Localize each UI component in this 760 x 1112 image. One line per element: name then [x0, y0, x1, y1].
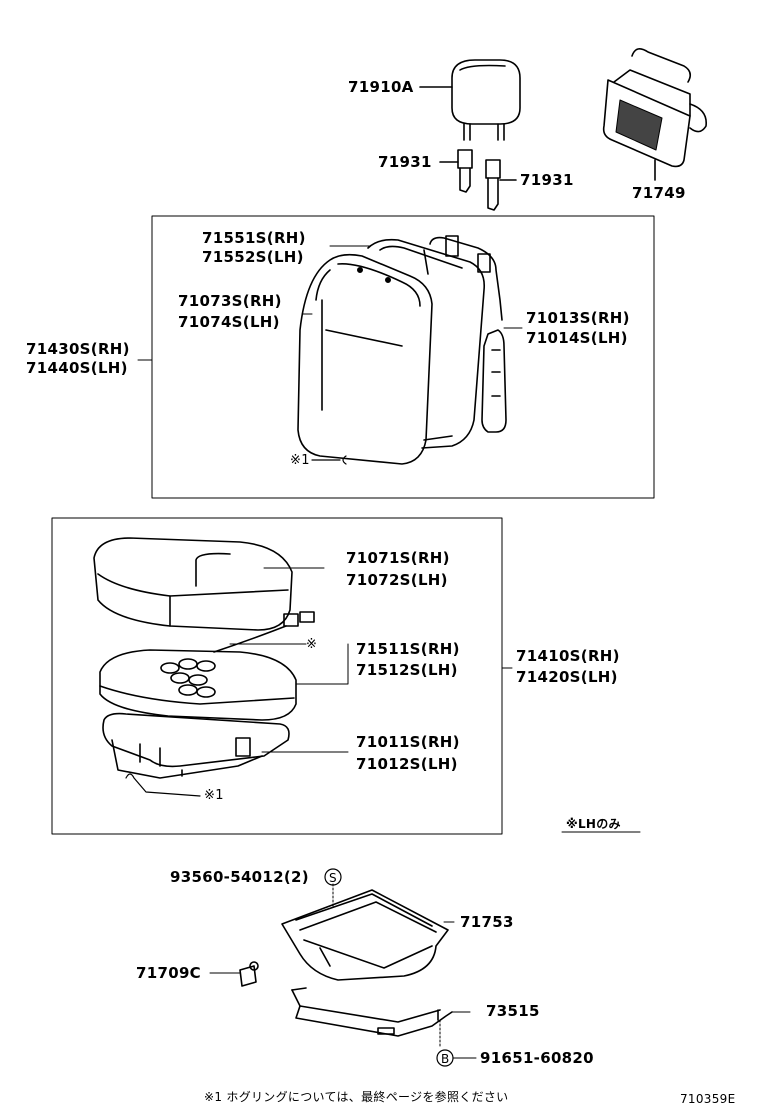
label-seatback-assembly-rh: 71430S(RH) [26, 340, 130, 358]
headrest-support-left-illustration [457, 149, 473, 193]
seatback-pad-illustration [297, 253, 433, 465]
label-clip: 71709C [136, 964, 201, 982]
label-seatback-frame-rh: 71013S(RH) [526, 309, 630, 327]
label-seatback-cover-lh: 71552S(LH) [202, 248, 304, 266]
label-support-right: 71931 [520, 171, 574, 189]
bolt-symbol: B [441, 1052, 450, 1066]
headrest-illustration [451, 59, 521, 141]
label-cushion-pad-lh: 71512S(LH) [356, 661, 458, 679]
screw-symbol: S [329, 871, 337, 885]
label-lh-only: ※LHのみ [566, 817, 621, 831]
label-cushion-pad-marker: ※ [306, 637, 318, 652]
figure-code: 710359E [680, 1092, 736, 1106]
label-cushion-hog-ring: ※1 [204, 788, 224, 803]
label-cushion-frame-lh: 71012S(LH) [356, 755, 458, 773]
label-seatback-hog-ring: ※1 [290, 453, 310, 468]
label-support-left: 71931 [378, 153, 432, 171]
footer-note: ※1 ホグリングについては、最終ページを参照ください [204, 1090, 509, 1104]
label-tray: 71753 [460, 913, 514, 931]
label-cushion-pad-rh: 71511S(RH) [356, 640, 460, 658]
label-cushion-frame-rh: 71011S(RH) [356, 733, 460, 751]
label-pocket: 71749 [632, 184, 686, 202]
cushion-pad-illustration [99, 611, 315, 721]
seatback-frame-illustration [423, 235, 507, 433]
hog-ring-cushion [125, 773, 201, 797]
label-bolt: 91651-60820 [480, 1049, 594, 1067]
label-seatback-assembly-lh: 71440S(LH) [26, 359, 128, 377]
headrest-support-right-illustration [485, 159, 501, 211]
label-cushion-cover-rh: 71071S(RH) [346, 549, 450, 567]
screw-symbol-circle [324, 868, 342, 886]
leader-cushion-pad-bracket [295, 643, 349, 685]
label-cushion-assembly-rh: 71410S(RH) [516, 647, 620, 665]
seatback-cover-illustration [367, 238, 486, 449]
label-seatback-frame-lh: 71014S(LH) [526, 329, 628, 347]
label-headrest: 71910A [348, 78, 414, 96]
tray-bracket-illustration [291, 987, 453, 1037]
under-tray-illustration [281, 889, 449, 981]
seatback-pocket-illustration [602, 48, 707, 168]
hog-ring-seatback [311, 455, 347, 465]
label-seatback-cover-rh: 71551S(RH) [202, 229, 306, 247]
label-seatback-pad-rh: 71073S(RH) [178, 292, 282, 310]
label-cushion-cover-lh: 71072S(LH) [346, 571, 448, 589]
label-cushion-assembly-lh: 71420S(LH) [516, 668, 618, 686]
clip-illustration [239, 961, 259, 987]
seatback-group-box [151, 215, 655, 499]
label-bracket: 73515 [486, 1002, 540, 1020]
cushion-cover-illustration [93, 537, 293, 631]
cushion-frame-illustration [102, 712, 290, 779]
label-seatback-pad-lh: 71074S(LH) [178, 313, 280, 331]
label-screw: 93560-54012(2) [170, 868, 309, 886]
cushion-group-box [51, 517, 503, 835]
